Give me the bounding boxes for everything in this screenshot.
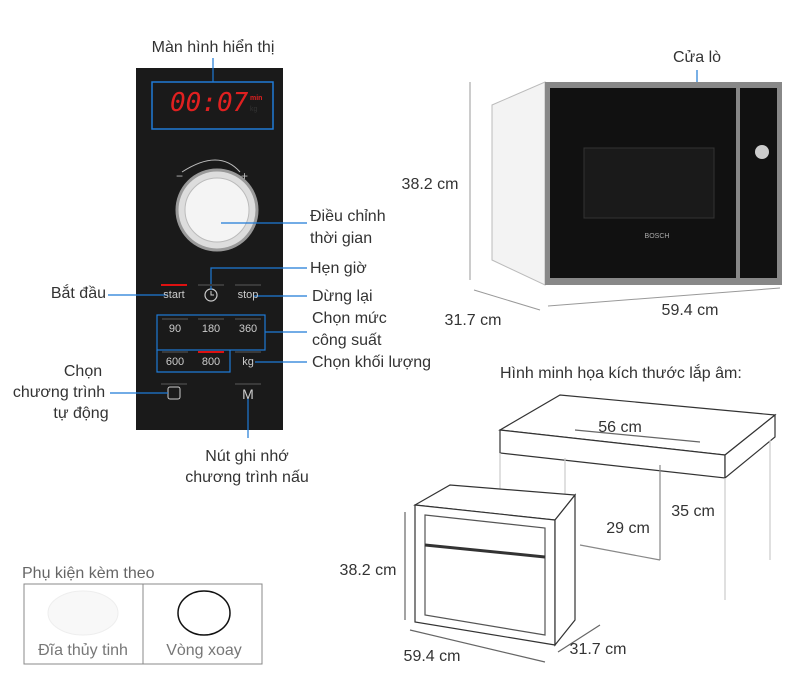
power-600-button[interactable]: 600 xyxy=(165,356,185,368)
label-weight: Chọn khối lượng xyxy=(312,354,432,371)
start-button[interactable]: start xyxy=(163,289,185,301)
memory-button[interactable]: M xyxy=(242,386,254,402)
display-unit-kg: kg xyxy=(250,106,258,113)
label-adjust-time-1: Điều chỉnh xyxy=(310,208,386,225)
dimension-lines xyxy=(469,82,781,311)
label-display: Màn hình hiển thị xyxy=(151,39,275,56)
svg-text:+: + xyxy=(241,169,248,183)
install-depth: 29 cm xyxy=(606,520,650,537)
install-oven-width: 59.4 cm xyxy=(403,648,461,665)
label-power-1: Chọn mức xyxy=(312,310,387,327)
dim-height: 38.2 cm xyxy=(401,176,459,193)
turntable-ring-image xyxy=(177,590,231,636)
power-800-button[interactable]: 800 xyxy=(201,356,221,368)
label-memory-2: chương trình nấu xyxy=(185,469,309,486)
dial-arc-icon xyxy=(181,159,241,173)
label-adjust-time-2: thời gian xyxy=(310,230,373,247)
install-title: Hình minh họa kích thước lắp âm: xyxy=(500,365,742,382)
install-oven-height: 38.2 cm xyxy=(339,562,397,579)
install-width: 56 cm xyxy=(598,419,642,436)
svg-text:−: − xyxy=(176,169,183,183)
weight-kg-button[interactable]: kg xyxy=(242,356,254,368)
label-auto-3: tự động xyxy=(53,405,109,422)
cabinet-illustration xyxy=(404,394,777,663)
power-360-button[interactable]: 360 xyxy=(238,323,258,335)
label-power-2: công suất xyxy=(312,332,382,349)
label-start: Bắt đầu xyxy=(50,285,106,302)
label-door: Cửa lò xyxy=(672,49,722,66)
accessories-title: Phụ kiện kèm theo xyxy=(22,565,155,582)
label-auto-2: chương trình xyxy=(12,384,106,401)
power-90-button[interactable]: 90 xyxy=(168,323,182,335)
label-auto-1: Chọn xyxy=(63,363,103,380)
accessory-turntable-ring: Vòng xoay xyxy=(166,642,242,659)
dim-depth: 31.7 cm xyxy=(444,312,502,329)
accessory-glass-plate: Đĩa thủy tinh xyxy=(38,642,128,659)
install-height: 35 cm xyxy=(671,503,715,520)
label-memory-1: Nút ghi nhớ xyxy=(205,448,289,465)
dim-width: 59.4 cm xyxy=(661,302,719,319)
display-unit: min xyxy=(250,95,263,102)
glass-plate-image xyxy=(47,590,119,636)
label-timer: Hẹn giờ xyxy=(310,260,367,277)
svg-text:BOSCH: BOSCH xyxy=(645,233,670,240)
power-180-button[interactable]: 180 xyxy=(201,323,221,335)
display-time: 00:07 xyxy=(170,88,249,118)
label-stop: Dừng lại xyxy=(312,288,373,305)
stop-button[interactable]: stop xyxy=(237,289,259,301)
install-oven-depth: 31.7 cm xyxy=(569,641,627,658)
oven-image: BOSCH xyxy=(491,81,782,286)
